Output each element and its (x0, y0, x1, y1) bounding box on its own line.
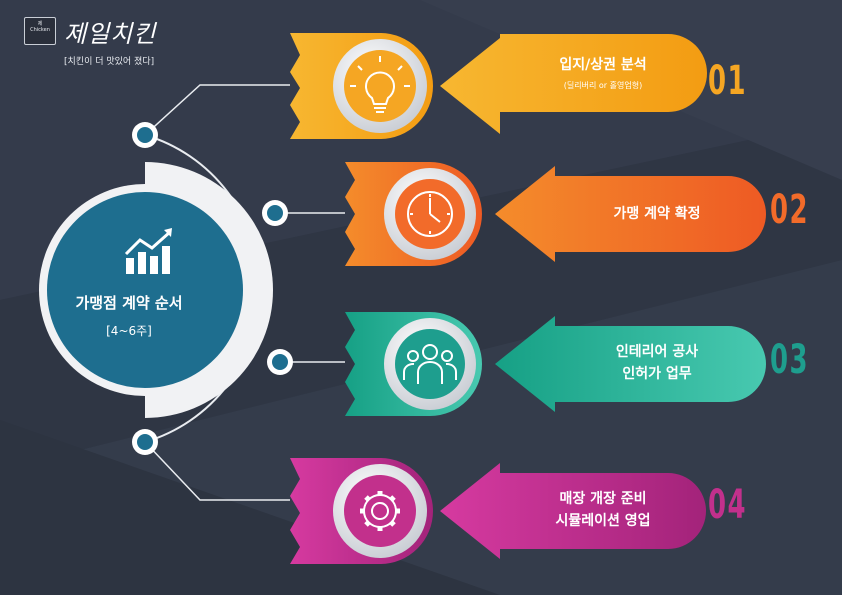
node-dot-02 (262, 200, 288, 226)
step-02-title: 가맹 계약 확정 (613, 206, 701, 222)
step-03-number: 03 (770, 337, 809, 383)
node-dot-03 (267, 349, 293, 375)
connector-line-01 (144, 84, 290, 136)
logo-slogan: [치킨이 더 맛있어 졌다] (64, 57, 155, 67)
step-02-number: 02 (770, 187, 809, 233)
logo-name: 제일치킨 (64, 20, 157, 48)
clock-icon (407, 191, 453, 237)
node-dot-01 (132, 122, 158, 148)
lightbulb-icon (350, 56, 410, 113)
gear-icon (360, 491, 400, 531)
step-04-title: 매장 개장 준비 (559, 491, 647, 507)
step-01-number: 01 (708, 58, 747, 104)
node-dot-04 (132, 429, 158, 455)
step-04-line2: 시뮬레이션 영업 (555, 513, 651, 529)
step-01-title: 입지/상권 분석 (559, 57, 647, 73)
step-02-shape (345, 162, 766, 266)
logo-box: 제 Chicken (24, 17, 56, 45)
logo-box-line-2: Chicken (30, 27, 50, 33)
step-04-number: 04 (708, 482, 747, 528)
step-01-shape (290, 33, 707, 139)
logo-box-line-1: 제 (37, 21, 43, 27)
step-01-subtitle: (딜리버리 or 홀영업형) (563, 81, 643, 90)
step-03-title: 인테리어 공사 (615, 344, 699, 360)
hub-circle (47, 192, 243, 388)
connector-line-04 (144, 441, 290, 501)
people-icon (402, 344, 458, 384)
hub-title: 가맹점 계약 순서 (75, 294, 183, 312)
step-03-line2: 인허가 업무 (622, 366, 692, 382)
hub-subtitle: [4~6주] (106, 324, 152, 338)
growth-chart-icon (124, 228, 172, 274)
